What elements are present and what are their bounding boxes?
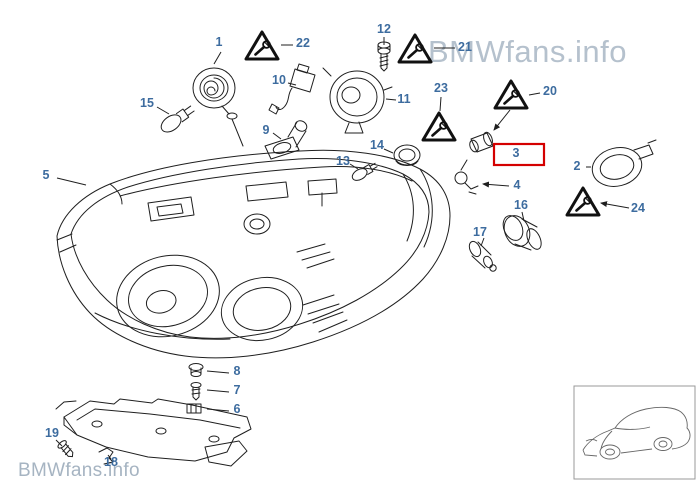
leader-line	[385, 98, 397, 101]
part-10-drawing	[268, 63, 316, 115]
car-thumbnail	[573, 385, 696, 480]
leader-line	[383, 148, 394, 154]
part-13-drawing	[351, 162, 378, 181]
leader-line	[206, 370, 230, 374]
leader-line	[439, 96, 442, 112]
part-label-2[interactable]: 2	[574, 159, 581, 173]
part-14-drawing	[393, 144, 421, 166]
caution-screw-triangle-icon	[397, 33, 433, 64]
part-label-24[interactable]: 24	[631, 201, 645, 215]
caution-screw-triangle-icon	[565, 186, 601, 217]
part-label-14[interactable]: 14	[370, 138, 384, 152]
part-label-1[interactable]: 1	[216, 35, 223, 49]
part-label-4[interactable]: 4	[514, 178, 521, 192]
leader-line	[528, 92, 541, 96]
part-label-18[interactable]: 18	[104, 455, 118, 469]
part-1-drawing	[192, 67, 244, 147]
car-thumbnail-frame	[573, 385, 696, 480]
part-9-drawing	[264, 120, 308, 160]
leader-line	[206, 389, 230, 393]
caution-screw-triangle-icon	[421, 111, 457, 142]
leader-line	[287, 82, 297, 86]
highlighted-part-box	[492, 142, 546, 167]
mounting-bracket-drawing	[55, 398, 252, 467]
caution-screw-triangle-icon	[493, 79, 529, 110]
part-label-17[interactable]: 17	[473, 225, 487, 239]
part-19-drawing	[57, 440, 74, 458]
leader-line	[349, 163, 359, 170]
part-15-drawing	[160, 105, 195, 133]
part-label-21[interactable]: 21	[458, 40, 472, 54]
part-17-drawing	[468, 240, 497, 272]
part-7-drawing	[190, 382, 202, 401]
leader-line	[521, 211, 525, 222]
part-label-10[interactable]: 10	[272, 73, 286, 87]
leader-line	[272, 132, 282, 140]
leader-line	[482, 181, 510, 188]
car-sketch	[582, 406, 691, 460]
part-label-5[interactable]: 5	[43, 168, 50, 182]
headlight-housing-drawing	[56, 149, 451, 359]
leader-line	[107, 454, 112, 460]
part-4-drawing	[454, 171, 479, 195]
part-8-drawing	[188, 363, 204, 377]
leader-lines-layer	[55, 37, 630, 460]
part-11-drawing	[322, 67, 393, 134]
part-label-22[interactable]: 22	[296, 36, 310, 50]
leader-line	[55, 439, 63, 447]
leader-line	[213, 51, 222, 65]
part-label-11[interactable]: 11	[397, 92, 410, 106]
part-label-23[interactable]: 23	[434, 81, 448, 95]
part-label-13[interactable]: 13	[336, 154, 350, 168]
part-6-drawing	[186, 403, 202, 414]
part-18-drawing	[98, 447, 114, 465]
part-12-drawing	[377, 41, 391, 72]
leader-line	[493, 109, 511, 131]
part-3-drawing	[460, 131, 494, 171]
part-label-7[interactable]: 7	[234, 383, 241, 397]
leader-line	[480, 237, 485, 247]
part-label-19[interactable]: 19	[45, 426, 59, 440]
leader-line	[600, 201, 630, 209]
part-2-drawing	[591, 139, 657, 187]
leader-line	[156, 106, 170, 115]
part-label-6[interactable]: 6	[234, 402, 241, 416]
caution-screw-triangle-icon	[244, 30, 280, 61]
watermark-top: BMWfans.info	[428, 34, 627, 69]
part-label-20[interactable]: 20	[543, 84, 557, 98]
part-label-9[interactable]: 9	[263, 123, 270, 137]
part-drawings	[57, 41, 657, 465]
watermark-bottom: BMWfans.info	[18, 460, 140, 481]
part-label-16[interactable]: 16	[514, 198, 528, 212]
highlight-layer	[492, 142, 546, 167]
leader-line	[56, 177, 87, 186]
part-label-15[interactable]: 15	[140, 96, 154, 110]
part-label-3[interactable]: 3	[513, 146, 520, 160]
part-label-12[interactable]: 12	[377, 22, 391, 36]
part-16-drawing	[502, 215, 542, 251]
part-label-8[interactable]: 8	[234, 364, 241, 378]
leader-line	[206, 408, 230, 412]
